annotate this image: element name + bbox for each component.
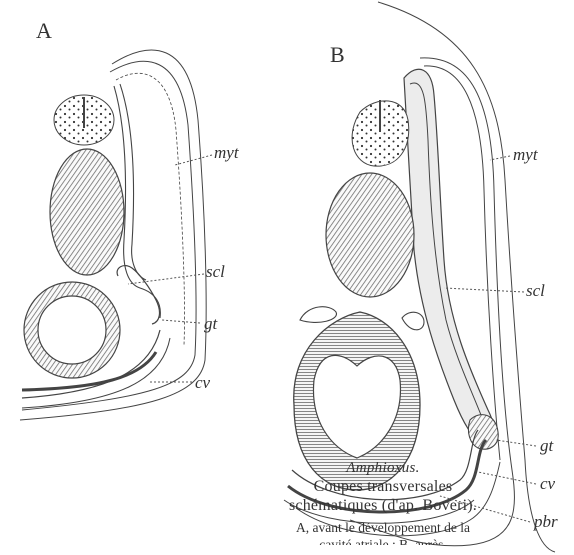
panel-letter-b: B xyxy=(330,42,345,67)
panel-letter-a: A xyxy=(36,18,52,43)
label-cv-b: cv xyxy=(540,474,556,493)
panel-a: A myt scl gt cv xyxy=(20,18,240,420)
label-gt-b: gt xyxy=(540,436,555,455)
gut-a xyxy=(24,282,120,378)
caption-line-2: schématiques (d'ap. Boveri). xyxy=(248,496,518,515)
label-scl-b: scl xyxy=(526,281,545,300)
label-gt-a: gt xyxy=(204,314,219,333)
caption-line-1: Coupes transversales xyxy=(248,477,518,496)
caption-note-cut: cavité atriale ; B, après. xyxy=(248,536,518,545)
caption-note: A, avant le développement de la xyxy=(248,519,518,536)
neural-tube-b xyxy=(352,100,409,166)
caption-genus: Amphioxus. xyxy=(248,459,518,477)
figure-caption: Amphioxus. Coupes transversales schémati… xyxy=(248,459,518,545)
fin-ray-right-b xyxy=(402,312,424,330)
label-pbr-b: pbr xyxy=(533,512,558,531)
label-myt-a: myt xyxy=(214,143,240,162)
label-cv-a: cv xyxy=(195,373,211,392)
notochord-a xyxy=(50,149,124,275)
fin-ray-left-b xyxy=(300,307,336,323)
neural-tube-a xyxy=(54,95,114,145)
label-myt-b: myt xyxy=(513,145,539,164)
notochord-b xyxy=(326,173,414,297)
label-scl-a: scl xyxy=(206,262,225,281)
